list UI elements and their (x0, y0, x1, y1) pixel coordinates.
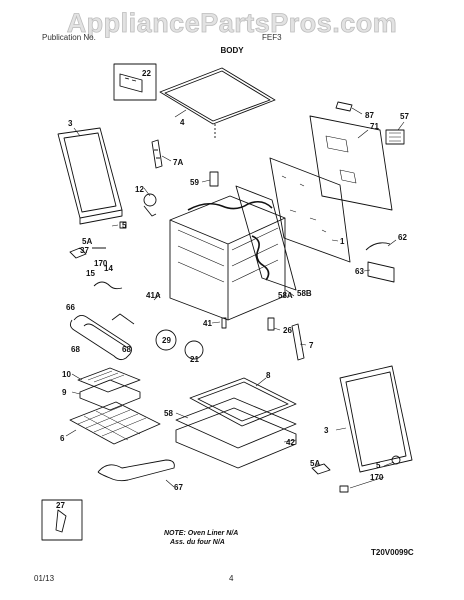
callout-21: 21 (190, 355, 199, 364)
callout-5-right: 5 (376, 461, 381, 470)
page-title: BODY (220, 46, 244, 55)
oven-cavity (169, 195, 286, 321)
publication-label: Publication No. (42, 33, 96, 42)
callout-1: 1 (340, 237, 345, 246)
part-58-drawer-liner (175, 397, 297, 449)
model-label: FEF3 (262, 33, 282, 42)
part-66-bake-element (69, 315, 133, 361)
callout-15: 15 (86, 269, 95, 278)
callout-58a: 58A (278, 291, 293, 300)
footer-date: 01/13 (34, 574, 55, 583)
part-3-side-panel-left (57, 127, 123, 219)
callout-41a: 41A (146, 291, 161, 300)
callout-42: 42 (286, 438, 295, 447)
callout-27: 27 (56, 501, 65, 510)
part-8-drawer-panel (189, 377, 297, 427)
part-42-drawer (175, 407, 297, 469)
callout-12: 12 (135, 185, 144, 194)
part-27-box (41, 499, 83, 541)
part-3-side-panel-right (339, 365, 413, 473)
part-67-broil-element (97, 459, 175, 482)
callout-67: 67 (174, 483, 183, 492)
callout-5a-left: 5A (82, 237, 92, 246)
part-3-flange (79, 210, 123, 225)
part-7-hinge (291, 323, 305, 361)
page-number: 4 (229, 574, 234, 583)
part-41 (221, 317, 227, 329)
part-1-back-panel (269, 157, 351, 263)
part-12-grommet (143, 193, 157, 207)
callout-170-right: 170 (370, 473, 384, 482)
part-62-wire (365, 242, 391, 251)
callout-62: 62 (398, 233, 407, 242)
callout-29: 29 (162, 336, 171, 345)
callout-63: 63 (355, 267, 364, 276)
note-line-1: NOTE: Oven Liner N/A (164, 530, 239, 537)
part-26 (267, 317, 275, 331)
part-22-bracket (119, 73, 143, 93)
callout-57: 57 (400, 112, 409, 121)
diagram-code: T20V0099C (371, 548, 414, 557)
part-71-rear-cover (309, 115, 393, 211)
part-7a-hinge (151, 139, 163, 169)
callout-5a-right: 5A (310, 459, 320, 468)
part-59 (209, 171, 219, 187)
part-5a-leveling-leg-right (311, 463, 331, 475)
callout-68-right: 68 (122, 345, 131, 354)
part-22-box (113, 63, 157, 101)
callout-7: 7 (309, 341, 314, 350)
insulation-edge (187, 200, 273, 211)
callout-3-left: 3 (68, 119, 73, 128)
part-6-oven-rack (69, 401, 161, 445)
callout-14: 14 (104, 264, 113, 273)
callout-5-left: 5 (122, 221, 127, 230)
callout-3-right: 3 (324, 426, 329, 435)
callout-10: 10 (62, 370, 71, 379)
callout-66: 66 (66, 303, 75, 312)
part-57-vent (385, 129, 405, 145)
callout-87: 87 (365, 111, 374, 120)
callout-58b: 58B (297, 289, 312, 298)
part-5a-leveling-leg (69, 247, 106, 259)
callout-58: 58 (164, 409, 173, 418)
part-14-wire (93, 281, 123, 290)
callout-4: 4 (180, 118, 185, 127)
part-29 (155, 329, 177, 351)
callout-8: 8 (266, 371, 271, 380)
callout-37: 37 (80, 246, 89, 255)
callout-68-left: 68 (71, 345, 80, 354)
part-10-broil-insert (77, 367, 141, 393)
callout-6: 6 (60, 434, 65, 443)
part-87 (335, 101, 353, 112)
part-63-block (367, 261, 395, 283)
watermark: AppliancePartsPros.com (66, 8, 398, 39)
callout-9: 9 (62, 388, 67, 397)
callout-7a: 7A (173, 158, 183, 167)
part-21 (184, 340, 204, 360)
part-4-top-panel (159, 67, 276, 125)
callout-170-left: 170 (94, 259, 108, 268)
callout-71: 71 (370, 122, 379, 131)
callout-41: 41 (203, 319, 212, 328)
callout-22: 22 (142, 69, 151, 78)
part-58a-insulation (235, 185, 297, 291)
part-9-broil-pan (79, 379, 141, 411)
callout-26: 26 (283, 326, 292, 335)
callout-59: 59 (190, 178, 199, 187)
note-line-2: Ass. du four N/A (170, 539, 225, 546)
